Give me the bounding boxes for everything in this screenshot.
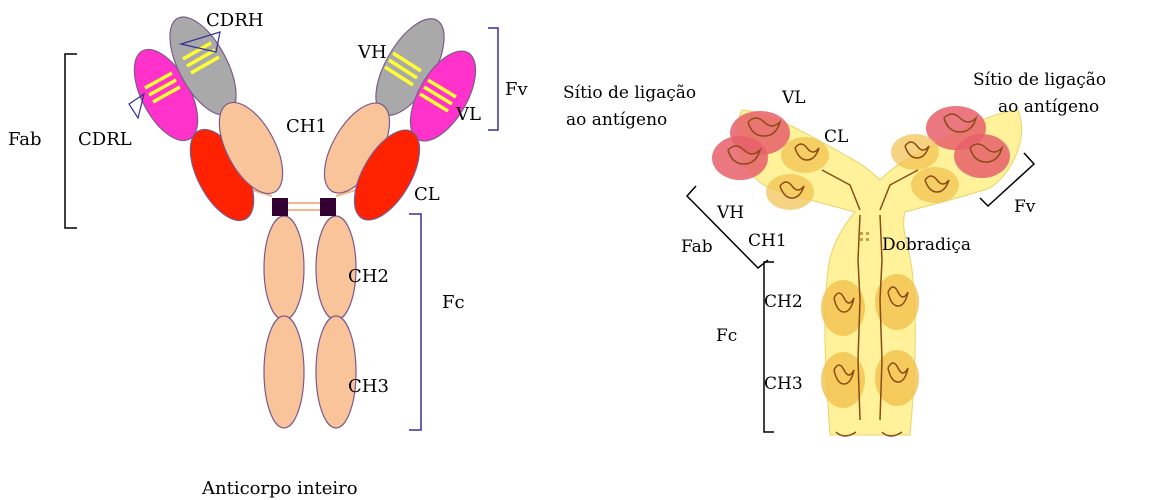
ch3-domain-right [316,316,356,428]
fv-bracket [488,28,498,130]
cl-label: CL [824,127,848,147]
cdrh-label: CDRH [206,10,263,31]
antigen-site-label-right-line2: ao antígeno [998,97,1099,117]
cl-domain-right [891,134,939,170]
hinge-label: Dobradiça [882,235,971,255]
ch3-label: CH3 [764,374,803,394]
fab-label: Fab [8,129,42,150]
antigen-site-label-left-line2: ao antígeno [566,110,667,130]
ch1-label: CH1 [748,231,787,251]
vh-label: VH [716,203,744,223]
ch2-label: CH2 [348,266,389,287]
hinge-block-right [320,198,336,216]
hinge-block-left [272,198,288,216]
vl-label: VL [455,104,481,125]
ch1-domain-right [911,167,959,203]
fc-label: Fc [716,326,737,346]
fc-label: Fc [442,292,465,313]
ch3-domain-left [264,316,304,428]
variable-region-right-lower [954,134,1010,178]
ch2-domain-left [264,216,304,320]
fv-label: Fv [505,79,528,100]
fc-bracket [409,214,421,430]
variable-region-left-lower [712,136,768,180]
vl-label: VL [781,88,806,108]
cl-label: CL [414,184,440,205]
vh-label: VH [357,42,387,63]
cl-domain-left [781,137,829,173]
ch3-label: CH3 [348,376,389,397]
ch1-label: CH1 [286,116,327,137]
right-antibody-diagram: Sítio de ligação ao antígeno Sítio de li… [563,70,1106,436]
left-antibody-diagram: CDRH CDRL Fab VH VL Fv CH1 CL CH2 CH3 Fc… [8,7,528,499]
antigen-site-label-right-line1: Sítio de ligação [973,70,1106,90]
figure-caption: Anticorpo inteiro [201,478,358,499]
antigen-site-label-left-line1: Sítio de ligação [563,83,696,103]
ch1-domain-left [766,174,814,210]
cdrl-label: CDRL [78,129,132,150]
fab-bracket [65,54,77,228]
fab-label: Fab [681,237,713,257]
ch2-label: CH2 [764,292,803,312]
fv-label: Fv [1014,197,1036,217]
fc-bracket [764,262,774,432]
